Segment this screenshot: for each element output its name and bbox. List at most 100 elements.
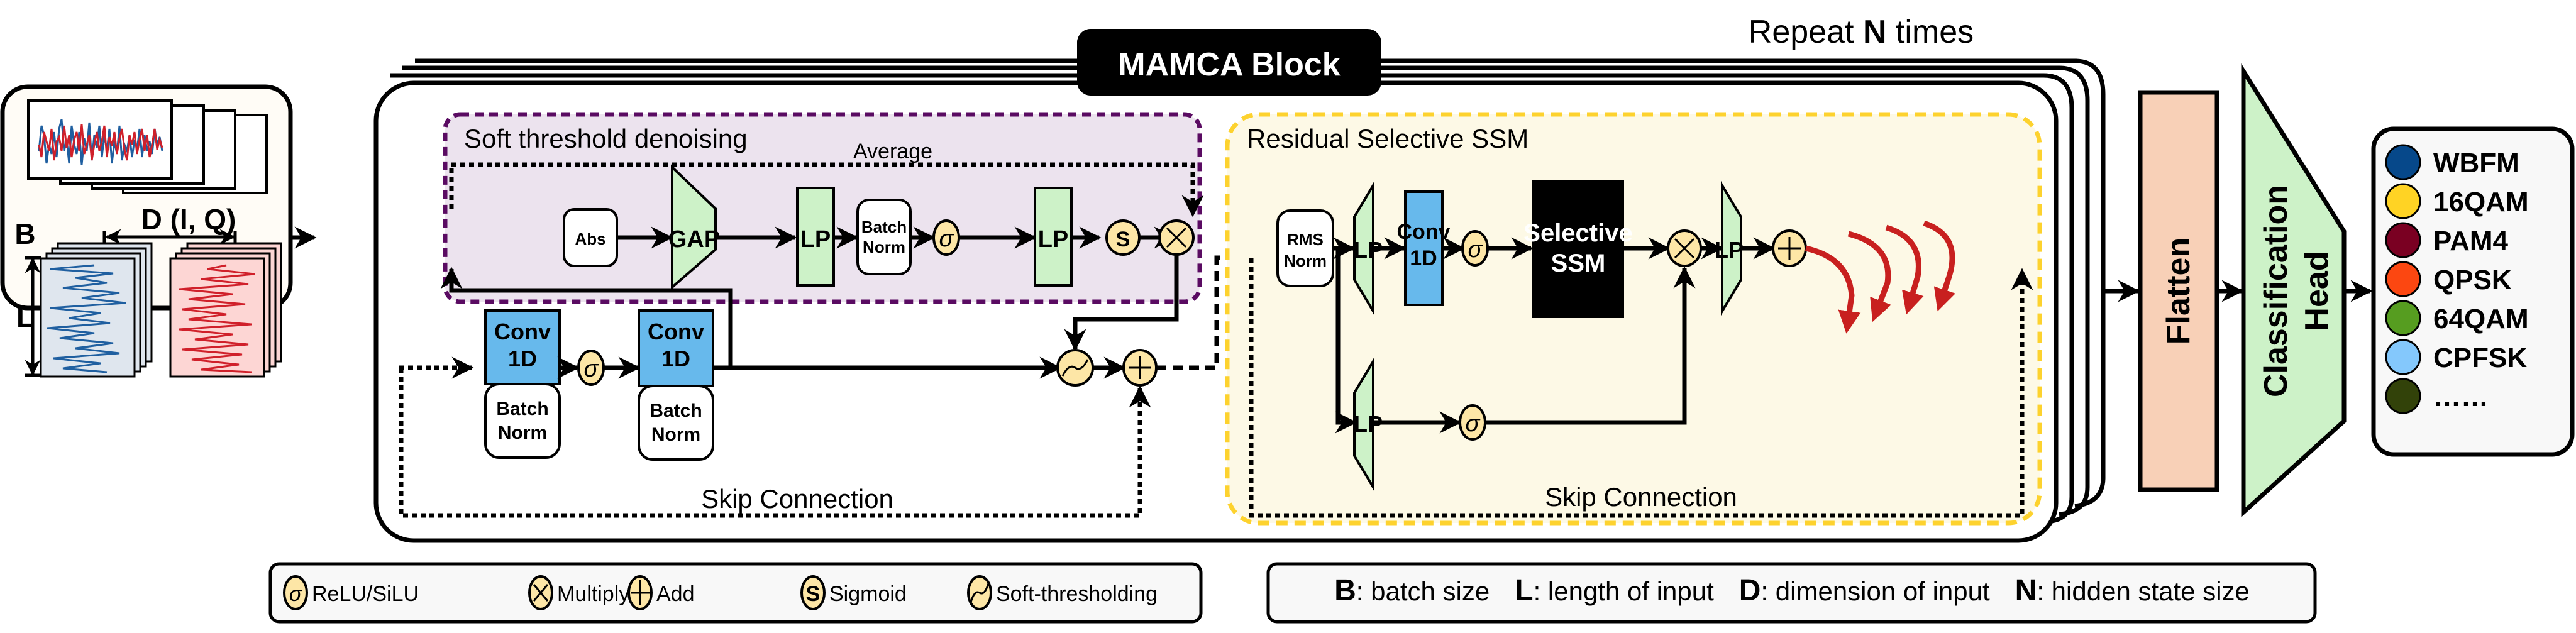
- class-label: PAM4: [2433, 226, 2509, 256]
- gap-trapezoid: [671, 164, 717, 290]
- class-item: PAM4: [2385, 222, 2509, 258]
- legend-op-label: Sigmoid: [829, 582, 907, 606]
- sigmoid-symbol: S: [1116, 228, 1130, 251]
- class-label: QPSK: [2433, 265, 2512, 295]
- legend-op-label: Soft-thresholding: [996, 582, 1158, 606]
- class-color-swatch-icon: [2385, 183, 2421, 219]
- vars-legend-text: B: batch size L: length of input D: dime…: [1334, 574, 2250, 607]
- sigma-symbol-4: σ: [1466, 410, 1481, 437]
- batchnorm-2-label-1: Batch: [650, 400, 702, 421]
- rms-to-lp-bottom-arrow: [1335, 248, 1357, 434]
- rms-norm-label-1: RMS: [1287, 230, 1324, 249]
- recurrence-arrow-2: [1847, 231, 1891, 322]
- abs-label: Abs: [575, 229, 605, 248]
- skip-connection-2-path: [1249, 258, 2033, 518]
- batchnorm-box: [856, 199, 912, 275]
- i-channel-stack: [40, 242, 153, 378]
- legend-var-desc: : dimension of input: [1761, 576, 1990, 606]
- mamca-block-title: MAMCA Block: [1118, 47, 1340, 83]
- class-item: 16QAM: [2385, 183, 2529, 219]
- legend-var-key: D: [1714, 574, 1761, 607]
- average-path: [449, 162, 1204, 217]
- batchnorm-label-1: Batch: [861, 217, 907, 236]
- selective-ssm-bg: [1532, 180, 1624, 318]
- legend-var-key: L: [1490, 574, 1533, 607]
- legend-var-desc: : batch size: [1356, 576, 1490, 606]
- batch-label: B: [14, 217, 35, 250]
- legend-op-symbol: σ: [289, 582, 303, 606]
- class-color-swatch-icon: [2385, 261, 2421, 297]
- legend-var-key: B: [1334, 574, 1356, 607]
- selective-ssm-label-2: SSM: [1551, 250, 1606, 277]
- class-label: 64QAM: [2433, 304, 2529, 334]
- conv-path: Conv 1D Batch Norm σ Conv 1D Batch Norm …: [399, 246, 1278, 518]
- lp-out-label: LP: [1715, 237, 1744, 263]
- flatten-label: Flatten: [2160, 238, 2197, 344]
- batchnorm-1-label-2: Norm: [498, 422, 547, 443]
- lp-out-trapezoid: [1721, 180, 1742, 316]
- batchnorm-1-label-1: Batch: [496, 399, 548, 419]
- selective-ssm-label-1: Selective: [1523, 219, 1632, 247]
- class-label: CPFSK: [2433, 343, 2527, 373]
- legend-op-label: ReLU/SiLU: [312, 582, 419, 606]
- batchnorm-2-label-2: Norm: [651, 424, 700, 445]
- class-item: CPFSK: [2385, 339, 2527, 375]
- class-color-swatch-icon: [2385, 339, 2421, 375]
- class-color-swatch-icon: [2385, 222, 2421, 258]
- conv1d-2-label-2: 1D: [661, 346, 690, 372]
- ops-legend-item: Soft-thresholding: [967, 575, 1158, 610]
- dimension-label: D (I, Q): [141, 203, 236, 236]
- ssm-title: Residual Selective SSM: [1247, 124, 1528, 153]
- sigma-symbol-3: σ: [1468, 236, 1484, 263]
- soft-threshold-title: Soft threshold denoising: [464, 124, 748, 153]
- ssm-conv1d-label-1: Conv: [1397, 220, 1451, 244]
- soft-threshold-denoising-module: Soft threshold denoising Average Abs GAP…: [443, 112, 1204, 304]
- legend-var-desc: : hidden state size: [2037, 576, 2250, 606]
- ops-legend-item: S Sigmoid: [800, 575, 907, 610]
- legend-var-desc: : length of input: [1534, 576, 1715, 606]
- lp-top-trapezoid: [1353, 180, 1374, 316]
- class-label: 16QAM: [2433, 187, 2529, 217]
- multiply-symbol-2: [1674, 238, 1695, 259]
- lp2-label: LP: [1038, 226, 1069, 253]
- class-item: ……: [2385, 378, 2489, 414]
- batchnorm-2-box: [638, 385, 714, 461]
- conv1d-2-box: [638, 309, 714, 387]
- gap-label: GAP: [668, 226, 720, 253]
- ssm-conv1d-label-2: 1D: [1410, 246, 1437, 270]
- class-item: WBFM: [2385, 144, 2519, 180]
- recurrence-arrow-3: [1885, 224, 1924, 315]
- repeat-label: Repeat N times: [1749, 14, 1974, 50]
- add-symbol: [1129, 356, 1151, 379]
- variable-legend: B: batch size L: length of input D: dime…: [1266, 562, 2317, 624]
- head-label-1: Classification: [2258, 185, 2294, 397]
- legend-op-icon: [800, 575, 826, 610]
- recurrence-arrow-4: [1923, 220, 1956, 312]
- legend-op-icon: [283, 575, 308, 610]
- soft-thresholding-symbol: [1061, 359, 1089, 377]
- skip-connection-1-path: [399, 368, 1151, 518]
- input-panel: D (I, Q) B L: [0, 84, 293, 378]
- skip-connection-2-label: Skip Connection: [1545, 482, 1737, 512]
- class-color-swatch-icon: [2385, 144, 2421, 180]
- flatten-layer: Flatten: [2138, 90, 2219, 492]
- multiply-symbol: [1166, 227, 1187, 248]
- multiply-to-soft-threshold-arrow: [1064, 255, 1179, 351]
- mamca-block-title-badge: MAMCA Block: [1077, 29, 1381, 96]
- batchnorm-label-2: Norm: [863, 238, 905, 256]
- conv1d-1-label-1: Conv: [494, 319, 551, 344]
- class-item: 64QAM: [2385, 300, 2529, 336]
- legend-op-label: Add: [656, 582, 695, 606]
- head-label-2: Head: [2299, 251, 2335, 331]
- residual-selective-ssm-module: Residual Selective SSM Skip Connection R…: [1225, 112, 2042, 526]
- batchnorm-1-box: [484, 383, 561, 459]
- gate-to-multiply-arrow: [1485, 266, 1696, 425]
- add-symbol-2: [1778, 237, 1801, 260]
- lp-bottom-trapezoid: [1353, 356, 1374, 492]
- legend-op-symbol: S: [806, 582, 821, 606]
